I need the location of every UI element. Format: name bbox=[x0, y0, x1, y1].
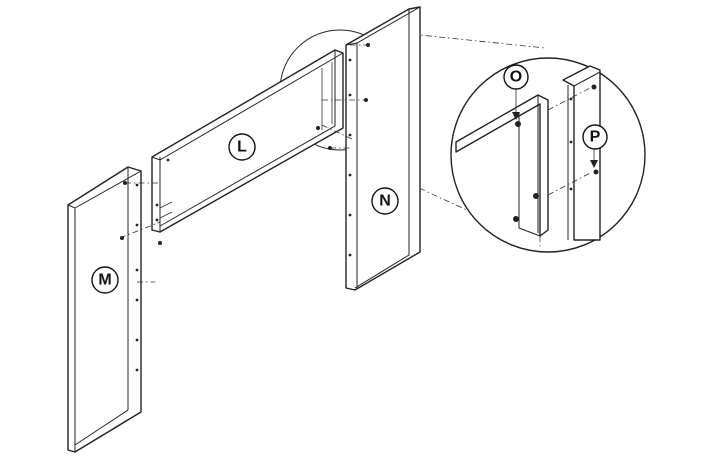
label-m: M bbox=[91, 266, 119, 294]
panel-m bbox=[67, 166, 142, 453]
label-o-text: O bbox=[510, 69, 522, 86]
label-n-text: N bbox=[379, 193, 391, 210]
label-l-text: L bbox=[237, 139, 247, 156]
label-m-text: M bbox=[98, 272, 111, 289]
fasteners-l-n bbox=[316, 43, 372, 150]
zoom-detail bbox=[450, 57, 646, 253]
label-p: P bbox=[582, 124, 608, 150]
label-l: L bbox=[228, 133, 256, 161]
label-p-text: P bbox=[590, 129, 601, 146]
fasteners-l-m bbox=[119, 181, 162, 283]
panel-n bbox=[345, 6, 421, 291]
label-o: O bbox=[503, 64, 529, 90]
label-n: N bbox=[371, 187, 399, 215]
